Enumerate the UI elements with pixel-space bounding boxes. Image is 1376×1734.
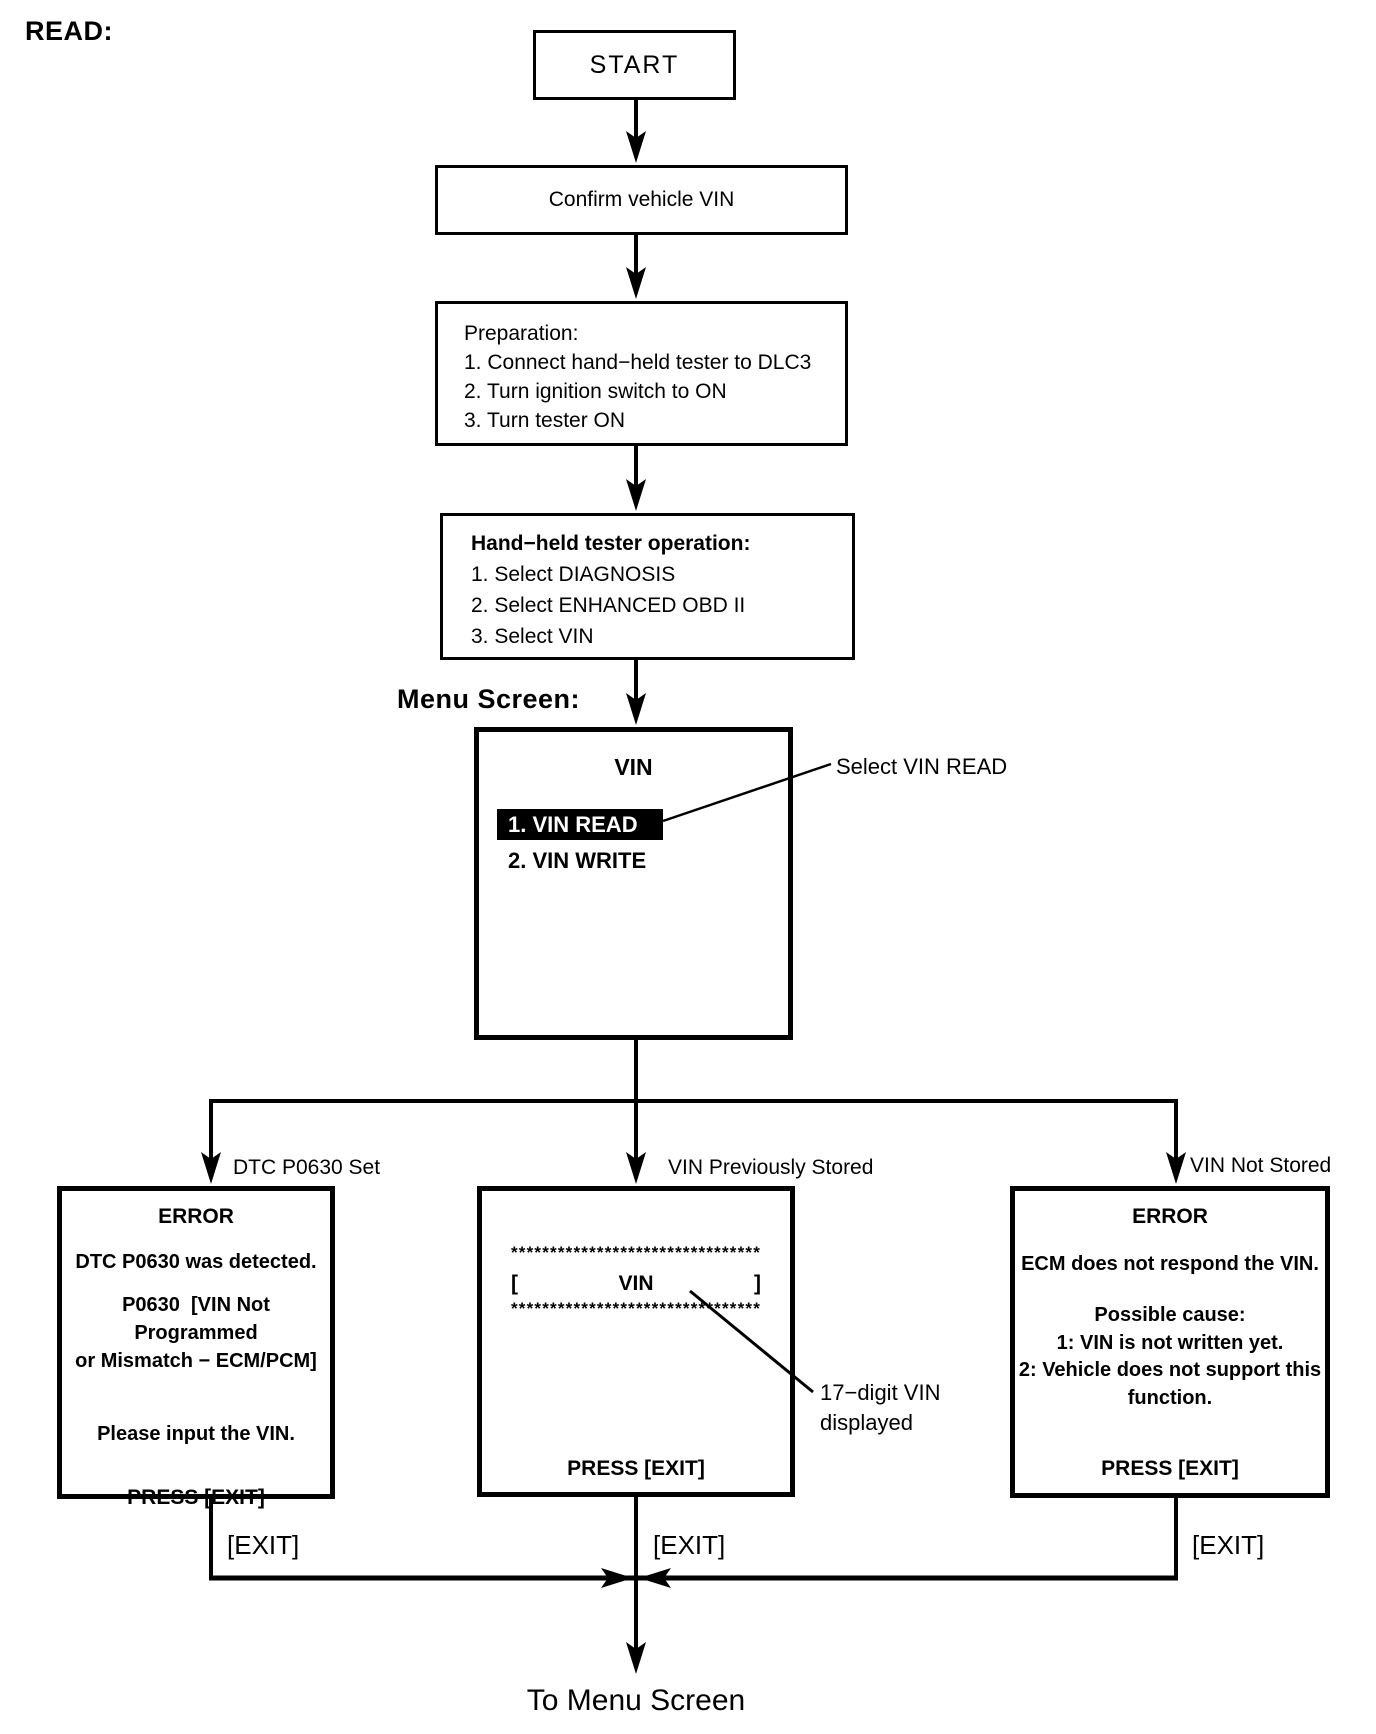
- error-box-dtc: ERROR DTC P0630 was detected. P0630 [VIN…: [57, 1186, 335, 1509]
- error-line: Possible cause:: [1094, 1304, 1246, 1326]
- arrow-down-icon: [626, 1642, 646, 1674]
- preparation-list: Preparation: 1. Connect hand−held tester…: [438, 304, 845, 435]
- arrow-down-icon: [201, 1152, 221, 1184]
- preparation-step: 2. Turn ignition switch to ON: [464, 380, 727, 403]
- tester-operation-list: Hand−held tester operation: 1. Select DI…: [443, 516, 852, 652]
- vin-digits-annotation-line2: displayed: [820, 1410, 913, 1435]
- confirm-vin-label: Confirm vehicle VIN: [548, 187, 735, 211]
- error-line: or Mismatch − ECM/PCM]: [75, 1350, 317, 1372]
- menu-title: VIN: [614, 754, 653, 780]
- arrow-down-icon: [1166, 1152, 1186, 1184]
- press-exit-label: PRESS [EXIT]: [1101, 1457, 1239, 1480]
- bracket-close: ]: [753, 1272, 761, 1295]
- arrow-right-icon: [601, 1568, 633, 1588]
- menu-item-vin-write: 2. VIN WRITE: [508, 848, 647, 873]
- menu-item-vin-read: 1. VIN READ: [497, 809, 663, 840]
- error-line: DTC P0630 was detected.: [75, 1251, 317, 1273]
- vin-row: [ VIN ]: [511, 1272, 761, 1296]
- vin-digits-annotation: 17−digit VIN displayed: [820, 1378, 940, 1438]
- start-box: START: [533, 30, 736, 100]
- press-exit-label: PRESS [EXIT]: [127, 1486, 265, 1509]
- exit-label-right: [EXIT]: [1192, 1530, 1265, 1560]
- start-label: START: [589, 50, 680, 79]
- stars-row-top: ********************************: [510, 1243, 762, 1262]
- preparation-step: 1. Connect hand−held tester to DLC3: [464, 351, 812, 374]
- error-line: P0630 [VIN Not Programmed or Mismatch − …: [62, 1291, 330, 1375]
- error-title: ERROR: [1132, 1205, 1208, 1228]
- to-menu-screen-label: To Menu Screen: [526, 1684, 746, 1717]
- error-box-not-stored-content: ERROR ECM does not respond the VIN. Poss…: [1015, 1191, 1325, 1481]
- tester-operation-step: 1. Select DIAGNOSIS: [471, 563, 676, 586]
- error-line: P0630 [VIN Not Programmed: [122, 1294, 276, 1344]
- preparation-box: Preparation: 1. Connect hand−held tester…: [435, 301, 848, 446]
- vin-display-box: ******************************** [ VIN ]…: [477, 1186, 795, 1497]
- preparation-step: 3. Turn tester ON: [464, 409, 626, 432]
- menu-screen-heading: Menu Screen:: [397, 684, 581, 714]
- tester-operation-step: 3. Select VIN: [471, 625, 594, 648]
- select-vin-read-annotation: Select VIN READ: [836, 754, 1008, 779]
- arrow-down-icon: [626, 479, 646, 511]
- bracket-open: [: [511, 1272, 518, 1295]
- error-line: 2: Vehicle does not support this: [1018, 1359, 1322, 1381]
- confirm-vin-box: Confirm vehicle VIN: [435, 165, 848, 235]
- error-line: ECM does not respond the VIN.: [1021, 1253, 1319, 1275]
- error-line: Please input the VIN.: [97, 1423, 295, 1445]
- error-box-not-stored: ERROR ECM does not respond the VIN. Poss…: [1010, 1186, 1330, 1498]
- error-box-dtc-content: ERROR DTC P0630 was detected. P0630 [VIN…: [62, 1191, 330, 1510]
- stars-row-bottom: ********************************: [510, 1299, 762, 1318]
- tester-operation-step: 2. Select ENHANCED OBD II: [471, 594, 746, 617]
- exit-label-left: [EXIT]: [227, 1530, 300, 1560]
- error-title: ERROR: [158, 1205, 234, 1228]
- preparation-title: Preparation:: [464, 322, 579, 345]
- error-line: 1: VIN is not written yet.: [1056, 1331, 1284, 1354]
- page-title: READ:: [25, 16, 113, 46]
- branch-label-dtc-set: DTC P0630 Set: [233, 1156, 381, 1179]
- tester-operation-box: Hand−held tester operation: 1. Select DI…: [440, 513, 855, 660]
- press-exit-label: PRESS [EXIT]: [567, 1457, 705, 1480]
- tester-operation-title: Hand−held tester operation:: [471, 532, 751, 555]
- menu-screen-box: VIN 1. VIN READ 2. VIN WRITE: [474, 727, 793, 1040]
- vin-digits-annotation-line1: 17−digit VIN: [820, 1380, 941, 1405]
- vin-label: VIN: [618, 1272, 654, 1295]
- arrow-down-icon: [626, 267, 646, 299]
- arrow-down-icon: [626, 1152, 646, 1184]
- branch-label-vin-stored: VIN Previously Stored: [668, 1156, 874, 1179]
- branch-label-vin-not-stored: VIN Not Stored: [1190, 1154, 1332, 1177]
- error-line: function.: [1127, 1386, 1213, 1409]
- arrow-down-icon: [626, 693, 646, 725]
- arrow-left-icon: [639, 1568, 671, 1588]
- error-cause-block: Possible cause: 1: VIN is not written ye…: [1019, 1302, 1321, 1412]
- arrow-down-icon: [626, 131, 646, 163]
- exit-label-center: [EXIT]: [653, 1530, 726, 1560]
